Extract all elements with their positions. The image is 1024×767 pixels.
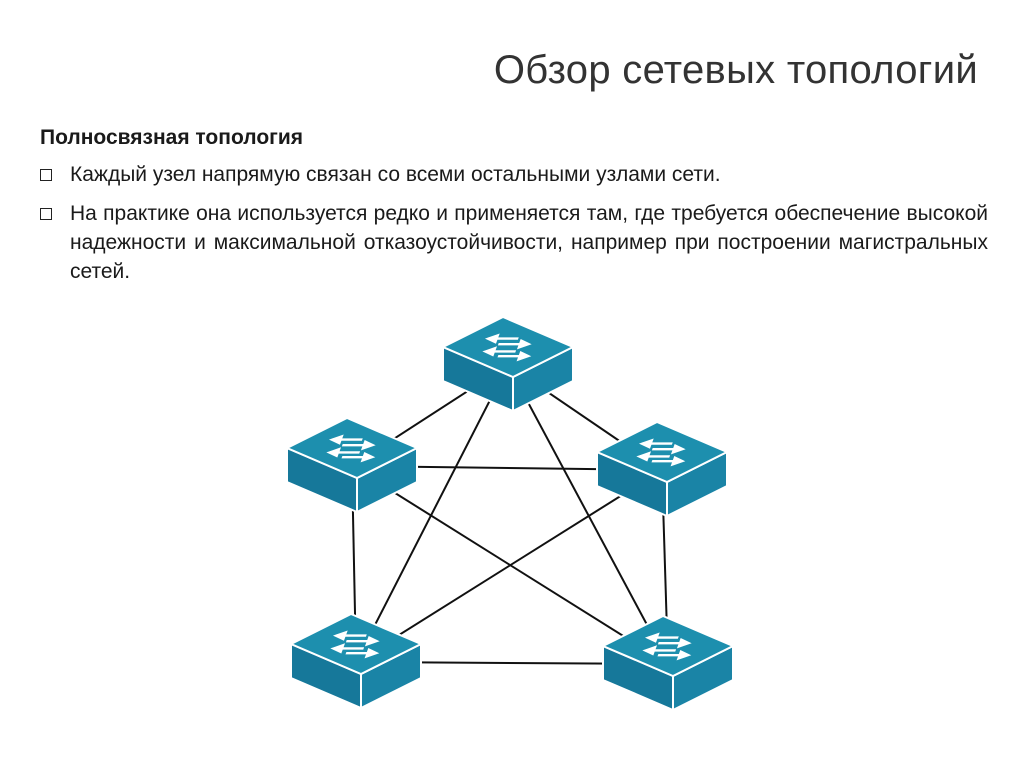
- section-heading: Полносвязная топология: [40, 126, 304, 149]
- switch-top-icon: [440, 315, 576, 413]
- link-top-lower-right: [507, 364, 669, 665]
- switch-lower-left-icon: [288, 612, 424, 710]
- checkbox-bullet-icon: [40, 208, 52, 220]
- link-top-lower-left: [355, 364, 509, 663]
- switch-lower-right-icon: [600, 614, 736, 712]
- bullet-item: На практике она используется редко и при…: [36, 199, 988, 286]
- bullet-list: Каждый узел напрямую связан со всеми ост…: [36, 160, 988, 296]
- bullet-text: Каждый узел напрямую связан со всеми ост…: [70, 163, 721, 186]
- bullet-item: Каждый узел напрямую связан со всеми ост…: [36, 160, 988, 189]
- nodes-layer: [284, 315, 736, 712]
- bullet-text: На практике она используется редко и при…: [70, 202, 988, 283]
- checkbox-bullet-icon: [40, 169, 52, 181]
- switch-upper-right-icon: [594, 420, 730, 518]
- slide-title: Обзор сетевых топологий: [493, 48, 978, 92]
- link-upper-right-lower-left: [355, 469, 663, 663]
- switch-upper-left-icon: [284, 416, 420, 514]
